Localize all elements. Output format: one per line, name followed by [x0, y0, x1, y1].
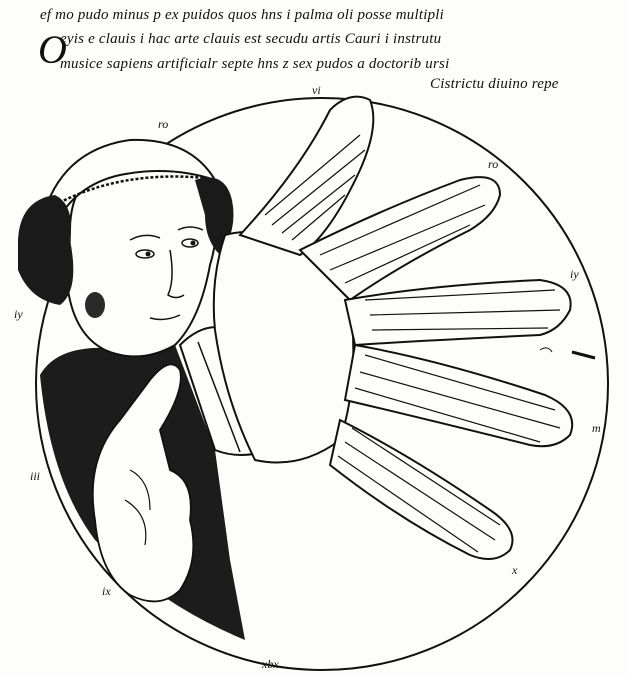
- ring-finger: [343, 343, 574, 448]
- middle-finger: [343, 278, 572, 347]
- monk-hair-left: [18, 195, 74, 305]
- roundel-label-right: iy: [570, 267, 579, 281]
- roundel-label-bottom: xbx: [262, 657, 279, 671]
- roundel-label-left-lower: iii: [30, 469, 41, 483]
- index-finger: [298, 176, 502, 302]
- pointing-hand: [91, 363, 195, 603]
- monk-eye-right: [181, 238, 199, 248]
- decorated-initial-letter: O: [38, 27, 67, 72]
- roundel-circle: [35, 97, 609, 671]
- roundel-label-bottom-left: ix: [102, 584, 111, 598]
- monk-eye-left: [135, 249, 155, 259]
- manuscript-text-line-1: ef mo pudo minus p ex puidos quos hns i …: [40, 7, 445, 23]
- manuscript-text-line-4: Cistrictu diuino repe: [430, 76, 559, 92]
- roundel-label-top-left: ro: [158, 117, 169, 131]
- thumb: [238, 95, 375, 257]
- roundel-label-left-upper: iy: [14, 307, 23, 321]
- roundel-label-right-lower: m: [592, 421, 601, 435]
- manuscript-text-line-3: musice sapiens artificialr septe hns z s…: [60, 56, 450, 72]
- little-finger: [328, 418, 514, 560]
- roundel-label-top-right: ro: [488, 157, 499, 171]
- roundel-label-top: vi: [312, 83, 321, 97]
- manuscript-text-line-2: eyis e clauis i hac arte clauis est secu…: [60, 31, 442, 47]
- roundel-label-bottom-right: x: [512, 563, 518, 577]
